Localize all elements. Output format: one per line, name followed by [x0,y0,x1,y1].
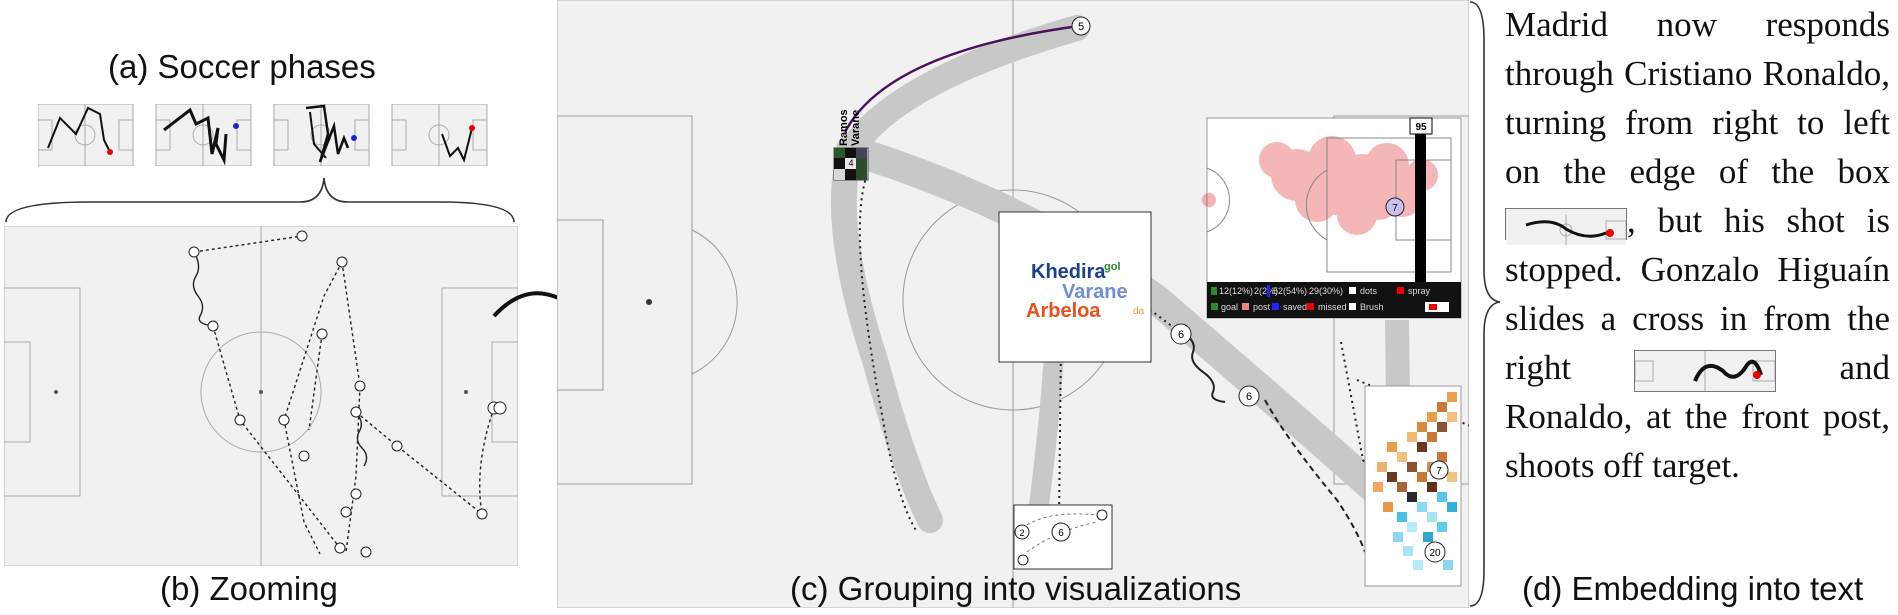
shot-heatmap-panel[interactable]: 95 7 12(12%) 2(2%) 52(54%) 29(30%) dots … [1202,117,1462,319]
legend-post-count: 2(2%) [1254,286,1278,296]
word-arbeloa: Arbeloa [1026,300,1101,322]
legend-dots: dots [1360,286,1378,296]
label-varane-small: Varane [850,110,862,146]
caption-zooming: (b) Zooming [160,570,338,607]
node-4: 4 [848,158,853,168]
phase-thumbnail[interactable] [155,104,252,166]
story-sentence-2: , but his shot is stopped. Gonzalo Higua… [1505,201,1890,387]
node-2: 2 [1019,528,1024,538]
phase-thumbnail[interactable] [391,104,488,166]
curly-brace-icon [5,177,515,223]
legend-goal: goal [1221,302,1238,312]
legend-post: post [1253,302,1271,312]
node-20: 20 [1429,548,1441,559]
mini-pitch-icon[interactable] [1634,349,1777,392]
caption-grouping: (c) Grouping into visualizations [790,570,1242,607]
word-gol: gol [1104,261,1121,273]
legend-missed-count: 29(30%) [1309,286,1343,296]
node-5: 5 [1078,21,1084,33]
shot-bar [1415,134,1426,314]
phase-thumbnail[interactable] [273,104,370,166]
word-khedira: Khedira [1031,261,1106,283]
legend-brush: Brush [1360,302,1384,312]
pass-matrix[interactable]: 4 [833,147,869,181]
word-varane: Varane [1062,281,1128,303]
story-text: Madrid now responds through Cristiano Ro… [1505,0,1890,490]
caption-embedding: (d) Embedding into text [1522,570,1864,607]
caption-soccer-phases: (a) Soccer phases [108,48,376,85]
mini-pitch-icon[interactable] [1505,207,1627,245]
legend-missed: missed [1318,302,1347,312]
story-sentence-3: and Ronaldo, at the front post, shoots o… [1505,348,1890,485]
shot-count: 95 [1415,122,1427,133]
node-6-c: 6 [1058,528,1064,539]
word-cloud[interactable]: Khedira gol Varane Arbeloa da [998,211,1152,363]
node-7-b: 7 [1436,466,1442,477]
pass-heat-grid[interactable]: 7 20 [1364,385,1462,587]
zoomed-pitch [4,226,518,566]
curly-brace-icon [1469,1,1501,607]
legend-saved: saved [1283,302,1307,312]
purple-pass-line [843,24,1080,133]
word-da: da [1133,306,1145,317]
legend-spray: spray [1408,286,1431,296]
phase-thumbnail[interactable] [38,104,134,166]
story-sentence-1: Madrid now responds through Cristiano Ro… [1505,5,1890,191]
soccer-phase-thumbnails [38,104,488,166]
node-7: 7 [1392,203,1398,214]
legend-saved-count: 52(54%) [1273,286,1307,296]
legend-goal-count: 12(12%) [1219,286,1253,296]
node-6-a: 6 [1178,329,1184,341]
mini-pass-box[interactable]: 2 6 [1013,504,1113,570]
grouping-pitch: 5 4 Ramos Varane Khedira gol Varane Arbe… [557,0,1469,608]
label-ramos: Ramos [838,109,850,146]
node-6-b: 6 [1246,391,1252,403]
